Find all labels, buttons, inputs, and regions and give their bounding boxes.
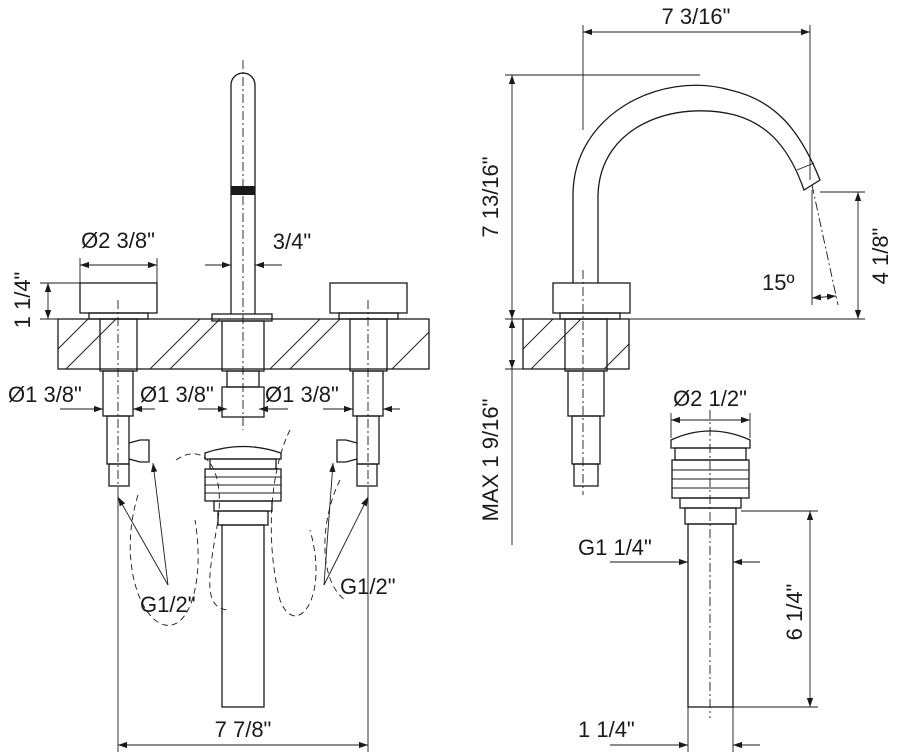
shank-center-label: Ø1 3/8"	[140, 382, 214, 407]
drain-body	[670, 410, 751, 718]
right-handle	[329, 282, 408, 495]
deck-thickness-label: MAX 1 9/16"	[478, 399, 503, 522]
left-handle	[79, 282, 158, 495]
dim-cap-diameter: Ø2 1/2"	[670, 386, 751, 438]
side-view: 7 3/16" 7 13/16" MAX 1 9/16" 4 1/8" 15º	[478, 4, 893, 545]
overall-width-label: 7 7/8"	[215, 717, 272, 742]
dim-outlet: 4 1/8" 15º	[629, 184, 893, 320]
dim-spout-height: 7 13/16"	[478, 74, 700, 319]
drain-view: Ø2 1/2" G1 1/4" 6 1/4" 1 1/4"	[578, 386, 818, 752]
dim-tail-length: 6 1/4"	[733, 510, 818, 708]
connection-callouts: G1/2" G1/2"	[117, 462, 396, 617]
connection-left-label: G1/2"	[140, 592, 196, 617]
side-countertop-section	[522, 318, 630, 370]
shank-left-label: Ø1 3/8"	[8, 382, 82, 407]
spout	[211, 60, 273, 430]
dim-handle-diameter: Ø2 3/8"	[79, 228, 158, 283]
spout-reach-label: 7 3/16"	[662, 4, 731, 29]
handle-diameter-label: Ø2 3/8"	[81, 228, 155, 253]
dim-handle-height: 1 1/4"	[10, 272, 80, 329]
dim-tail-diameter: 1 1/4"	[578, 707, 760, 752]
tail-diameter-label: 1 1/4"	[578, 717, 635, 742]
dim-spout-reach: 7 3/16"	[582, 4, 811, 180]
dim-thread: G1 1/4"	[578, 535, 760, 566]
dim-shank-diameters: Ø1 3/8" Ø1 3/8" Ø1 3/8"	[8, 382, 400, 413]
dim-spout-tube: 3/4"	[205, 229, 311, 269]
front-view: Ø2 3/8" 3/4" 1 1/4" Ø1 3/8" Ø1 3/8" Ø1 3…	[8, 60, 430, 752]
tail-length-label: 6 1/4"	[782, 584, 807, 641]
flex-hoses	[129, 429, 346, 626]
dim-deck-thickness: MAX 1 9/16"	[478, 318, 523, 545]
countertop-section	[57, 318, 430, 370]
thread-label: G1 1/4"	[578, 535, 652, 560]
dim-overall-width: 7 7/8"	[117, 495, 369, 752]
shank-right-label: Ø1 3/8"	[265, 382, 339, 407]
cap-diameter-label: Ø2 1/2"	[673, 386, 747, 411]
outlet-angle-label: 15º	[762, 270, 795, 295]
outlet-height-label: 4 1/8"	[868, 228, 893, 285]
front-drain	[204, 445, 282, 708]
spout-height-label: 7 13/16"	[478, 156, 503, 237]
spout-tube-label: 3/4"	[273, 229, 311, 254]
handle-height-label: 1 1/4"	[10, 272, 35, 329]
side-spout	[552, 84, 821, 495]
